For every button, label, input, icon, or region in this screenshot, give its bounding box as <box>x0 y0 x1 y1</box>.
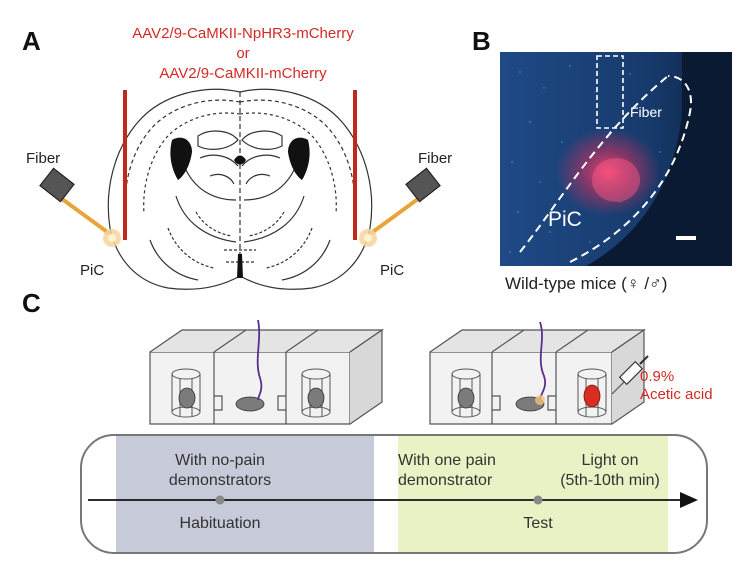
habituation-marker <box>215 495 225 505</box>
brain-section-illustration <box>39 88 441 290</box>
demonstrator-mouse-right <box>307 387 325 409</box>
light-on-line2: (5th-10th min) <box>560 472 660 489</box>
ventricle-left <box>170 137 192 180</box>
test-description: With one pain demonstrator <box>398 451 538 491</box>
pic-label-right: PiC <box>380 262 405 279</box>
virus-construct-1: AAV2/9-CaMKII-NpHR3-mCherry <box>132 25 354 42</box>
tether-habituation <box>256 319 263 401</box>
habituation-desc-line2: demonstrators <box>168 472 272 489</box>
test-desc-line2: demonstrator <box>398 472 493 489</box>
panel-c-label: C <box>22 288 41 318</box>
tether-test <box>539 321 546 401</box>
fluorescence-micrograph <box>500 52 732 266</box>
optic-fiber-right <box>353 90 357 240</box>
observer-mouse-habituation <box>235 396 265 412</box>
panel-a-label: A <box>22 26 41 56</box>
injection-label: 0.9% Acetic acid <box>640 368 740 404</box>
light-glow-test <box>535 395 545 405</box>
no-pain-mouse-test <box>457 387 475 409</box>
timeline-arrowhead <box>680 492 698 508</box>
pain-demonstrator-mouse <box>583 384 601 408</box>
ventricle-midline <box>237 254 243 278</box>
injection-agent: Acetic acid <box>640 386 713 403</box>
timeline-frame <box>80 434 708 554</box>
fiber-label-left: Fiber <box>26 150 61 167</box>
fiber-track-outline <box>596 55 624 129</box>
chamber-box-habituation <box>149 328 384 425</box>
optic-fiber-left <box>123 90 127 240</box>
micrograph-fiber-label: Fiber <box>630 104 662 120</box>
virus-label: AAV2/9-CaMKII-NpHR3-mCherry or AAV2/9-Ca… <box>108 24 378 84</box>
fiber-cable-right <box>359 167 441 247</box>
demonstrator-mouse-left <box>178 387 196 409</box>
micrograph-pic-label: PiC <box>548 208 582 231</box>
habituation-desc-line1: With no-pain <box>175 452 265 469</box>
pic-label-left: PiC <box>80 262 105 279</box>
mcherry-expression <box>556 128 660 216</box>
syringe-icon <box>611 355 649 395</box>
light-on-line1: Light on <box>581 452 639 469</box>
test-marker <box>533 495 543 505</box>
pic-boundary <box>519 75 669 253</box>
light-on-label: Light on (5th-10th min) <box>550 451 670 491</box>
injection-dose: 0.9% <box>640 368 675 385</box>
fiber-label-right: Fiber <box>418 150 453 167</box>
habituation-shade <box>116 436 374 552</box>
virus-or: or <box>236 45 250 62</box>
habituation-phase-label: Habituation <box>179 515 261 532</box>
panel-b-label: B <box>472 26 491 56</box>
test-phase-label: Test <box>523 515 553 532</box>
three-chamber-apparatus <box>149 319 649 425</box>
virus-construct-2: AAV2/9-CaMKII-mCherry <box>159 65 327 82</box>
timeline-axis <box>88 492 698 508</box>
ventricle-right <box>288 137 310 180</box>
test-shade <box>398 436 668 552</box>
test-desc-line1: With one pain <box>398 452 496 469</box>
micrograph-caption: Wild-type mice (♀ /♂) <box>505 274 668 293</box>
scale-bar <box>676 236 696 240</box>
habituation-description: With no-pain demonstrators <box>140 451 300 491</box>
fiber-cable-left <box>39 167 121 247</box>
